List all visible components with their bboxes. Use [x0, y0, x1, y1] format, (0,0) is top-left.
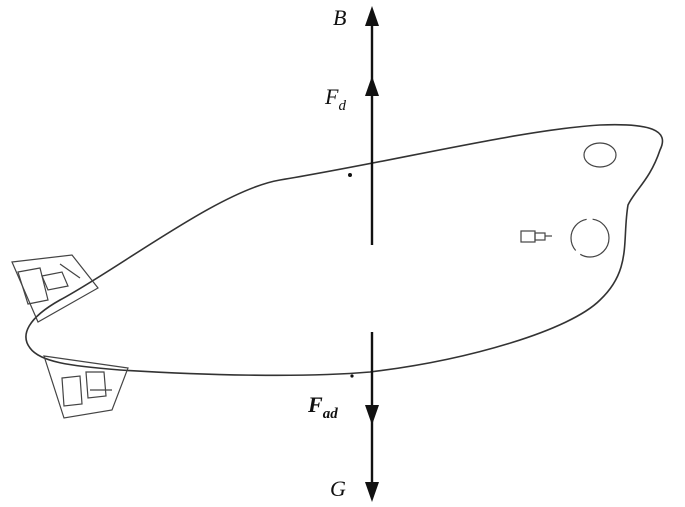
upward-force-arrows: [365, 6, 379, 245]
thruster-port: [570, 218, 610, 258]
upper-tail-fin: [11, 254, 99, 323]
label-gravity: G: [330, 476, 346, 501]
vehicle-hull: [25, 123, 664, 377]
front-port: [583, 142, 617, 168]
center-point-lower: [350, 374, 354, 378]
label-buoyancy: B: [333, 5, 346, 30]
lower-tail-fin: [43, 355, 129, 419]
label-drag: Fd: [324, 84, 346, 114]
sensor-icon: [520, 230, 552, 243]
downward-force-arrows: [365, 332, 379, 502]
label-added-drag: Fad: [307, 392, 338, 422]
center-point: [348, 173, 352, 177]
